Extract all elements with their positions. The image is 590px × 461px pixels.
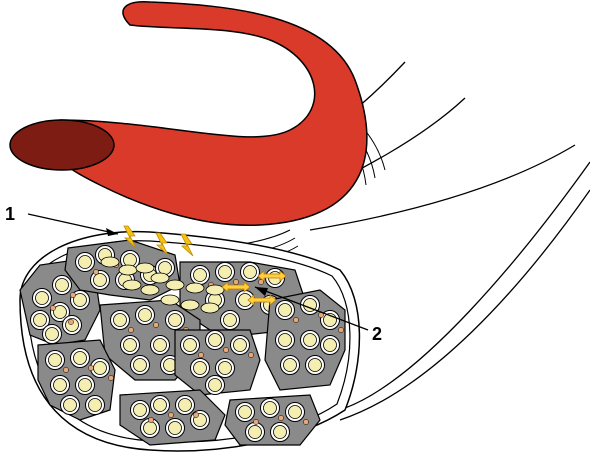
compressed-axon <box>181 300 199 310</box>
compressed-axon <box>151 273 169 283</box>
small-cell <box>193 412 198 417</box>
compressing-vessel <box>10 2 367 226</box>
small-cell <box>148 417 153 422</box>
small-cell <box>153 322 158 327</box>
fascicle <box>175 330 260 395</box>
vessel-cut-end <box>10 120 114 170</box>
small-cell <box>253 419 258 424</box>
small-cell <box>168 412 173 417</box>
small-cell <box>248 352 253 357</box>
small-cell <box>68 319 73 324</box>
small-cell <box>128 327 133 332</box>
small-cell <box>293 317 298 322</box>
vessel-body <box>55 2 367 226</box>
callout-1-leader <box>28 214 118 234</box>
callout-1-label: 1 <box>5 204 15 224</box>
small-cell <box>303 419 308 424</box>
small-cell <box>88 365 93 370</box>
compressed-axon <box>119 265 137 275</box>
small-cell <box>70 292 75 297</box>
small-cell <box>93 269 98 274</box>
callout-2-label: 2 <box>372 324 382 344</box>
small-cell <box>108 375 113 380</box>
compressed-axon <box>186 283 204 293</box>
compressed-axon <box>141 285 159 295</box>
nerve-cross-section <box>20 226 359 451</box>
small-cell <box>50 305 55 310</box>
compressed-axon <box>201 303 219 313</box>
fascicle <box>38 340 115 420</box>
small-cell <box>338 327 343 332</box>
small-cell <box>233 279 238 284</box>
small-cell <box>198 352 203 357</box>
small-cell <box>63 367 68 372</box>
small-cell <box>278 415 283 420</box>
fascicle <box>225 395 320 445</box>
compressed-axon <box>123 280 141 290</box>
small-cell <box>223 347 228 352</box>
compressed-axon <box>206 285 224 295</box>
fascicle <box>265 290 345 390</box>
callout-1: 1 <box>5 204 118 236</box>
compressed-axon <box>136 263 154 273</box>
compressed-axon <box>101 257 119 267</box>
compressed-axon <box>161 295 179 305</box>
compressed-axon <box>166 280 184 290</box>
